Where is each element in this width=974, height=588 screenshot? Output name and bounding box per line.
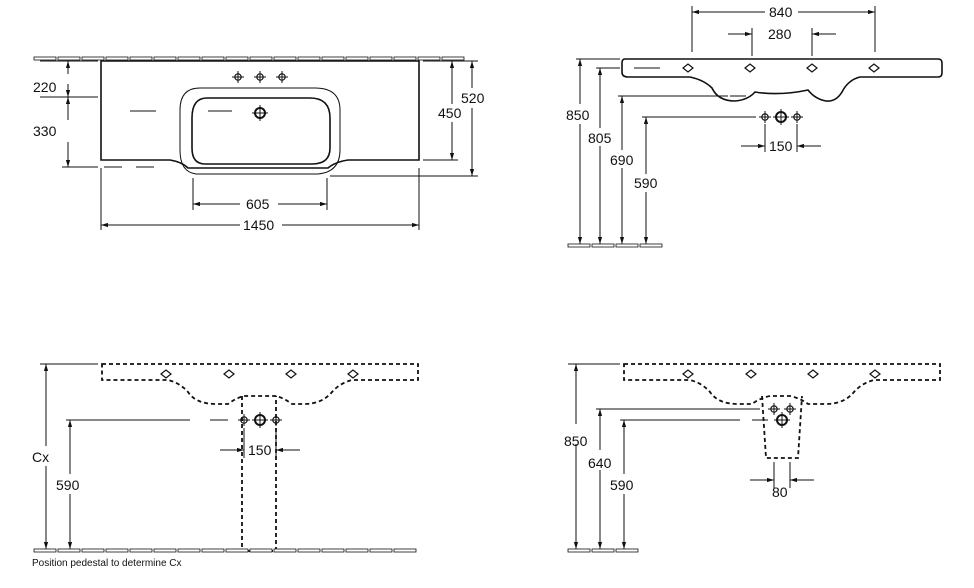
wall-hatch <box>33 56 465 61</box>
mount-hole-icon <box>869 369 881 379</box>
dim-80-label: 80 <box>772 484 788 500</box>
mount-hole-icon <box>347 369 359 379</box>
dim-330-label: 330 <box>33 123 57 139</box>
mount-hole-icon <box>160 369 172 379</box>
floor-hatch <box>33 548 417 553</box>
dim-850-label: 850 <box>566 107 590 123</box>
water-supply-icon <box>269 413 283 427</box>
water-supply-icon <box>767 402 781 416</box>
mount-hole-icon <box>682 369 694 379</box>
mount-hole-icon <box>806 63 818 73</box>
pedestal-view: Cx 590 150 Position pedestal to determin… <box>32 363 419 569</box>
tap-hole-icon <box>231 70 245 84</box>
washbasin-dashed-outline <box>101 363 419 405</box>
dim-cx-label: Cx <box>32 449 49 465</box>
dim-450-label: 450 <box>438 105 462 121</box>
caption: Position pedestal to determine Cx <box>32 558 182 569</box>
washbasin-outline <box>100 60 420 169</box>
dim-805-label: 805 <box>588 130 612 146</box>
water-supply-icon <box>237 413 251 427</box>
floor-hatch <box>567 243 663 248</box>
dim-850-label: 850 <box>564 433 588 449</box>
tap-hole-icon <box>275 70 289 84</box>
dim-520-label: 520 <box>461 90 485 106</box>
dim-220-label: 220 <box>33 79 57 95</box>
washbasin-dashed-outline <box>623 363 941 405</box>
bowl-outer <box>179 87 341 175</box>
mount-hole-icon <box>285 369 297 379</box>
top-view: 220 330 520 450 605 1450 <box>33 56 485 233</box>
side-view: 840 280 850 805 690 590 <box>566 4 943 248</box>
drain-outlet-icon <box>773 411 791 429</box>
half-pedestal-dashed <box>761 395 803 459</box>
dim-1450-label: 1450 <box>243 217 274 233</box>
drain-icon <box>251 104 269 122</box>
washbasin-side-outline <box>621 58 943 102</box>
dim-150-label: 150 <box>769 138 793 154</box>
dim-840-label: 840 <box>769 4 793 20</box>
water-supply-icon <box>783 402 797 416</box>
floor-hatch <box>567 548 639 553</box>
tap-hole-icon <box>253 70 267 84</box>
dim-605-label: 605 <box>246 196 270 212</box>
dim-590-label: 590 <box>610 477 634 493</box>
mount-hole-icon <box>868 63 880 73</box>
dim-640-label: 640 <box>588 455 612 471</box>
bowl-inner <box>191 97 331 165</box>
drain-outlet-icon <box>251 411 269 429</box>
mount-hole-icon <box>807 369 819 379</box>
mount-hole-icon <box>744 63 756 73</box>
mount-hole-icon <box>682 63 694 73</box>
half-pedestal-view: 850 640 590 80 <box>564 363 941 553</box>
drain-outlet-icon <box>772 108 790 126</box>
water-supply-icon <box>758 110 772 124</box>
water-supply-icon <box>790 110 804 124</box>
mount-hole-icon <box>223 369 235 379</box>
mount-hole-icon <box>745 369 757 379</box>
dim-590-label: 590 <box>634 175 658 191</box>
dim-590-label: 590 <box>56 477 80 493</box>
dim-690-label: 690 <box>610 152 634 168</box>
dim-280-label: 280 <box>768 26 792 42</box>
dim-150-label: 150 <box>248 442 272 458</box>
